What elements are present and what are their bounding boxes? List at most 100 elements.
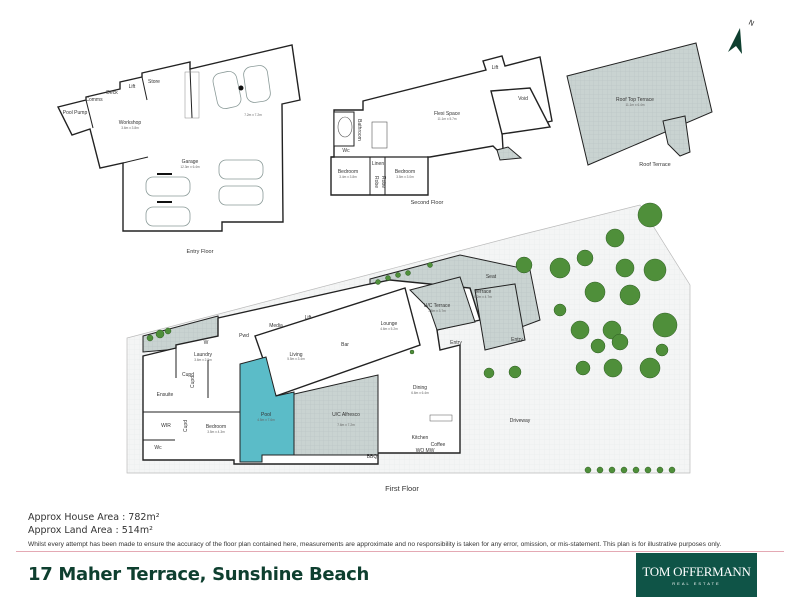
room-label: Comms [85,97,103,103]
agency-logo: TOM OFFERMANN REAL ESTATE [636,553,757,597]
room-label: Cupd [190,376,196,388]
room-dims: 3.6m x 2.5m [194,358,212,362]
room-label: U/C Terrace [424,303,451,309]
room-dims: 7.2m x 7.2m [244,113,262,117]
entry-floor-plan: Pool Pump Comms Deck Lift Store Workshop… [56,44,301,255]
second-floor-plan: Lift Flexi Space 11.1m x 5.7m Void Bathr… [330,55,553,206]
tree-icon [615,258,635,278]
tree-icon [395,272,401,278]
room-label: MW [426,448,435,454]
room-label: Entry [450,340,462,346]
room-label: Coffee [431,442,446,448]
tree-icon [632,466,640,474]
room-label: Store [148,79,160,85]
tree-icon [483,367,495,379]
room-label: Kitchen [412,435,429,441]
land-area: Approx Land Area : 514m² [28,525,153,536]
tree-icon [637,202,663,228]
room-dims: 7.6m x 7.2m [337,423,355,427]
tree-icon [515,256,533,274]
north-arrow-icon: N [728,19,755,54]
tree-icon [553,303,567,317]
room-label: WO [416,448,425,454]
room-label: Void [518,96,528,102]
tree-icon [508,365,522,379]
room-label: U/C Alfresco [332,412,360,418]
room-dims: 3.4m x 3.8m [339,175,357,179]
roof-terrace-plan: Roof Top Terrace 11.1m x 6.4m Roof Terra… [566,42,713,168]
tree-icon [608,466,616,474]
tree-icon [620,466,628,474]
tree-icon [603,358,623,378]
tree-icon [602,320,622,340]
room-label: Robe [373,176,379,188]
room-label: Cupd [183,420,189,432]
room-dims: 5.2m x 4.7m [474,295,492,299]
room-label: Seat [486,274,497,280]
logo-name: TOM OFFERMANN [642,564,751,579]
room-label: Linen [372,161,384,167]
room-label: Pool Pump [63,110,88,116]
tree-icon [549,257,571,279]
tree-icon [385,275,391,281]
room-label: Bedroom [338,169,358,175]
tree-icon [619,284,641,306]
room-label: Bathroom [356,119,362,141]
room-dims: 4.6m x 5.2m [380,327,398,331]
room-dims: 11.1m x 6.4m [625,103,644,107]
room-label: W [204,340,209,346]
floor-label: Entry Floor [187,249,214,255]
room-dims: 12.3m x 6.4m [180,165,200,169]
tree-icon [611,333,629,351]
svg-text:N: N [747,19,755,28]
tree-icon [652,312,678,338]
tree-icon [405,270,411,276]
room-dims: 3.8m x 3.7m [428,309,446,313]
property-address: 17 Maher Terrace, Sunshine Beach [28,564,370,585]
room-label: Lift [129,84,136,90]
tree-icon [668,466,676,474]
room-label: Living [289,352,302,358]
tree-icon [427,262,433,268]
tree-icon [596,466,604,474]
room-label: Robe [380,176,386,188]
room-dims: 11.1m x 5.7m [437,117,456,121]
tree-icon [584,281,606,303]
tree-icon [375,279,381,285]
tree-icon [570,320,590,340]
house-area: Approx House Area : 782m² [28,512,160,523]
room-label: Entry [511,337,523,343]
floor-label: Second Floor [411,200,444,206]
tree-icon [155,329,165,339]
tree-icon [605,228,625,248]
room-label: Dining [413,385,427,391]
tree-icon [576,249,594,267]
room-label: Driveway [510,418,531,424]
tree-icon [643,258,667,282]
room-label: Cupd [182,372,194,378]
room-label: WIR [161,423,171,429]
vegetation [146,202,678,474]
room-label: Wc [154,445,162,451]
room-dims: 3.6m x 3.8m [121,126,139,130]
tree-icon [575,360,591,376]
divider [16,551,784,552]
tree-icon [639,357,661,379]
tree-icon [409,349,415,355]
room-label: Garage [182,159,199,165]
room-dims: 5.5m x 3.4m [287,357,305,361]
floor-label: First Floor [385,484,419,493]
floor-label: Roof Terrace [639,162,670,168]
tree-icon [656,466,664,474]
room-dims: 3.5m x 3.0m [396,175,414,179]
room-label: Bedroom [395,169,415,175]
disclaimer: Whilst every attempt has been made to en… [28,541,722,548]
room-label: Flexi Space [434,111,460,117]
room-label: Lift [492,65,499,71]
room-label: Ensuite [157,392,174,398]
room-label: Lounge [381,321,398,327]
tree-icon [146,334,154,342]
room-label: Lift [305,315,312,321]
room-label: Pwd [239,333,249,339]
floor-plan: N Pool Pump Comms Deck Lift Store Worksh… [56,19,755,493]
